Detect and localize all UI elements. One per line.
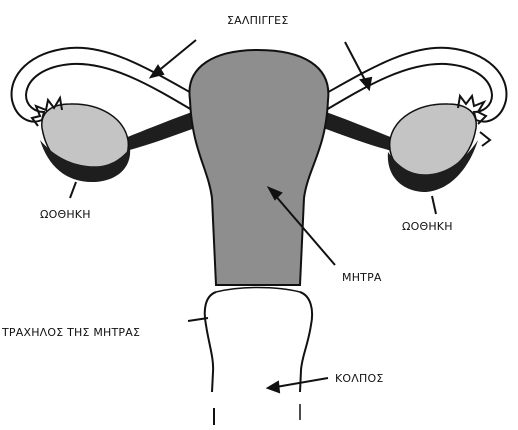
ovary-left-leader bbox=[70, 182, 76, 198]
vagina-leader bbox=[276, 378, 328, 387]
cervix-label: ΤΡΑΧΗΛΟΣ ΤΗΣ ΜΗΤΡΑΣ bbox=[2, 326, 140, 339]
left-ovarian-ligament bbox=[122, 112, 195, 152]
uterus-label: ΜΗΤΡΑ bbox=[342, 271, 382, 284]
cervix-outline-right bbox=[300, 292, 312, 392]
vagina-arrowhead bbox=[268, 382, 279, 392]
fallopian-tubes-label: ΣΑΛΠΙΓΓΕΣ bbox=[227, 14, 288, 27]
right-ovary-label: ΩΟΘΗΚΗ bbox=[402, 220, 453, 233]
fallopian-left-leader bbox=[157, 40, 196, 72]
right-ovarian-ligament bbox=[323, 112, 396, 152]
cervix-top bbox=[216, 288, 300, 293]
left-ovary-label: ΩΟΘΗΚΗ bbox=[40, 208, 91, 221]
ovary-right-leader bbox=[432, 196, 436, 214]
vagina-label: ΚΟΛΠΟΣ bbox=[335, 372, 383, 385]
cervix-outline bbox=[205, 292, 216, 392]
uterus-body bbox=[189, 50, 328, 285]
